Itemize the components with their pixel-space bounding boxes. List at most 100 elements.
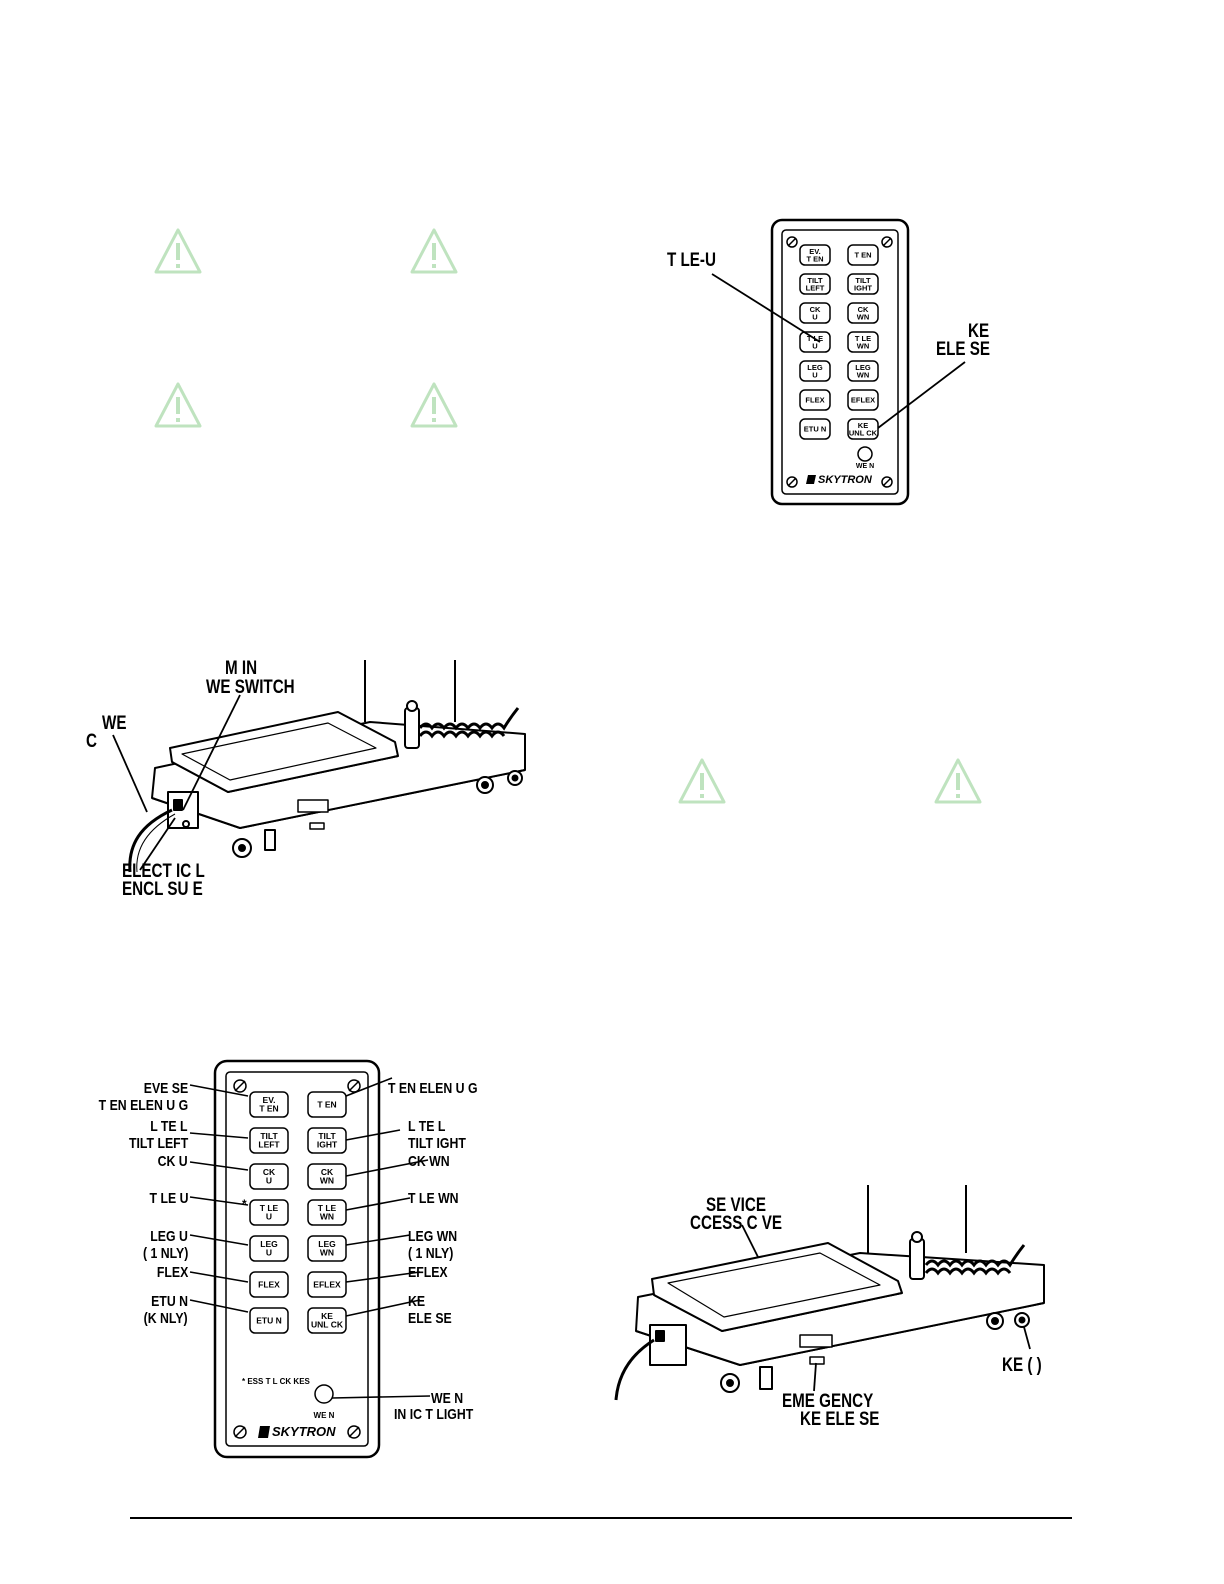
- service-cover-label-line2: CCESS C VE: [690, 1213, 783, 1234]
- table-base-drawing: [112, 660, 526, 873]
- pendant-button[interactable]: [847, 273, 879, 295]
- right-callout-label: ( 1 NLY): [408, 1245, 454, 1262]
- right-callout-label: L TE L: [408, 1118, 446, 1135]
- skytron-logo-icon: [806, 475, 816, 484]
- pendant-button[interactable]: [307, 1091, 347, 1118]
- warning-icon: [678, 758, 726, 804]
- pendant-button-label: U: [266, 1212, 272, 1222]
- large-pendant-leaders: [189, 1077, 431, 1399]
- indicator-label-line1: WE N: [431, 1390, 464, 1407]
- pendant-button[interactable]: [847, 389, 879, 411]
- pendant-button[interactable]: [847, 360, 879, 382]
- pendant-button-label: EV.: [809, 247, 820, 256]
- pendant-button-label: WN: [857, 370, 870, 379]
- pendant-button-label: LEFT: [258, 1140, 280, 1150]
- pendant-button[interactable]: [799, 244, 831, 266]
- callout-table-up: T LE-U: [667, 250, 716, 271]
- left-callout-label: FLEX: [156, 1264, 188, 1281]
- pendant-button-label: U: [266, 1176, 272, 1186]
- pendant-button-label: KE: [321, 1311, 333, 1321]
- pendant-button-label: EV.: [263, 1095, 276, 1105]
- pendant-button-label: ETU N: [256, 1315, 282, 1325]
- callout-brake-line1: KE: [968, 321, 990, 342]
- right-callout-label: EFLEX: [408, 1264, 448, 1281]
- pendant-button[interactable]: [799, 273, 831, 295]
- enclosure-label-line1: ELECT IC L: [122, 861, 205, 882]
- pendant-button-label: U: [812, 370, 817, 379]
- table-base-service-drawing: [614, 1185, 1045, 1401]
- pendant-button[interactable]: [799, 331, 831, 353]
- pendant-button-label: LEG: [260, 1239, 278, 1249]
- pendant-button-label: T EN: [806, 254, 823, 263]
- right-callout-label: T EN ELEN U G: [388, 1080, 478, 1097]
- left-callout-label: LEG U: [150, 1228, 188, 1245]
- pendant-button[interactable]: [249, 1307, 289, 1334]
- pendant-button-label: TILT: [807, 276, 823, 285]
- right-callout-label: LEG WN: [408, 1228, 458, 1245]
- pendant-button-label: FLEX: [258, 1279, 280, 1289]
- pendant-button-label: U: [812, 312, 817, 321]
- pendant-button[interactable]: [799, 389, 831, 411]
- pendant-button[interactable]: [249, 1271, 289, 1298]
- pendant-button[interactable]: [847, 418, 879, 440]
- pendant-button[interactable]: [249, 1091, 289, 1118]
- pendant-button[interactable]: [799, 418, 831, 440]
- pendant-button-label: WN: [320, 1212, 334, 1222]
- warning-icon: [154, 228, 202, 274]
- pendant-button-label: U: [812, 341, 817, 350]
- pendant-button[interactable]: [799, 302, 831, 324]
- left-callout-label: EVE SE: [143, 1080, 188, 1097]
- pendant-button[interactable]: [847, 244, 879, 266]
- emergency-brake-label-line2: KE ELE SE: [800, 1409, 880, 1430]
- brake-footnote: * ESS T L CK KES: [242, 1377, 311, 1386]
- pendant-button-label: WN: [857, 312, 870, 321]
- warning-icon: [410, 382, 458, 428]
- pendant-button[interactable]: [799, 360, 831, 382]
- pendant-button-label: FLEX: [805, 396, 824, 405]
- left-callout-label: T EN ELEN U G: [98, 1097, 188, 1114]
- skytron-logo-icon: [258, 1426, 270, 1438]
- emergency-brake-label-line1: EME GENCY: [782, 1391, 874, 1412]
- pendant-button[interactable]: [249, 1127, 289, 1154]
- main-switch-label-line2: WE SWITCH: [206, 677, 295, 698]
- pendant-button-label: T EN: [854, 251, 871, 260]
- pendant-button-label: T LE: [855, 334, 871, 343]
- pendant-button[interactable]: [847, 331, 879, 353]
- left-callout-label: TILT LEFT: [128, 1135, 188, 1152]
- main-switch-label-line1: M IN: [225, 658, 258, 679]
- left-callout-label: ( 1 NLY): [142, 1245, 188, 1262]
- pendant-button[interactable]: [307, 1271, 347, 1298]
- pendant-button-label: WN: [857, 341, 870, 350]
- pendant-button-label: CK: [858, 305, 869, 314]
- pendant-button-label: IGHT: [317, 1140, 338, 1150]
- brand-logo: SKYTRON: [818, 474, 873, 486]
- pendant-button[interactable]: [249, 1199, 289, 1226]
- pendant-button-label: T LE: [318, 1203, 337, 1213]
- power-on-label: WE N: [856, 463, 874, 470]
- small-pendant-leaders: [711, 273, 966, 429]
- left-callout-label: (K NLY): [144, 1310, 188, 1327]
- left-callout-label: L TE L: [150, 1118, 188, 1135]
- warning-icon: [154, 382, 202, 428]
- pendant-button[interactable]: [307, 1307, 347, 1334]
- pendant-button[interactable]: [307, 1163, 347, 1190]
- pendant-button[interactable]: [249, 1163, 289, 1190]
- brand-logo: SKYTRON: [272, 1424, 336, 1439]
- pendant-button-label: TILT: [855, 276, 871, 285]
- right-callout-label: T LE WN: [408, 1190, 459, 1207]
- pendant-button-label: LEG: [855, 363, 871, 372]
- pendant-button[interactable]: [249, 1235, 289, 1262]
- right-callout-label: KE: [408, 1293, 426, 1310]
- pendant-button[interactable]: [847, 302, 879, 324]
- pendant-button-label: UNL CK: [849, 428, 878, 437]
- callout-brake-line2: ELE SE: [936, 339, 991, 360]
- pendant-button-label: U: [266, 1248, 272, 1258]
- right-callout-label: TILT IGHT: [408, 1135, 466, 1152]
- brake-label: KE ( ): [1002, 1355, 1042, 1376]
- pendant-button-label: LEFT: [806, 283, 825, 292]
- pendant-button[interactable]: [307, 1199, 347, 1226]
- right-callout-label: ELE SE: [408, 1310, 452, 1327]
- pendant-button[interactable]: [307, 1127, 347, 1154]
- pendant-button[interactable]: [307, 1235, 347, 1262]
